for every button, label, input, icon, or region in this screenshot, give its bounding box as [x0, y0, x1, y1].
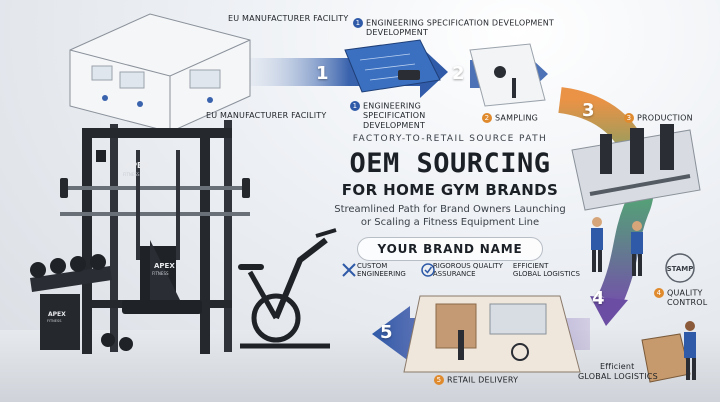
label-text: DEVELOPMENT — [363, 120, 426, 130]
rack-logo-sub: FITNESS — [123, 172, 140, 177]
feature-text: GLOBAL LOGISTICS — [512, 270, 580, 279]
exercise-bike-illustration — [238, 228, 337, 349]
headline-sub: FOR HOME GYM BRANDS — [341, 181, 559, 199]
dumbbell-rack-logo: APEX — [48, 311, 66, 318]
step-badge-3: 3 — [624, 113, 634, 123]
feature-text: ENGINEERING — [357, 270, 406, 279]
label-text: SAMPLING — [495, 113, 539, 123]
step-number-5: 5 — [380, 322, 393, 343]
flow-arc-head — [590, 296, 628, 326]
label-text: CONTROL — [667, 298, 708, 308]
flow-arc-right — [557, 87, 655, 306]
step-number-3: 3 — [582, 100, 595, 121]
label-text: EU MANUFACTURER FACILITY — [228, 14, 349, 23]
bench-logo: APEX — [154, 262, 175, 270]
label-text: EU MANUFACTURER FACILITY — [206, 111, 327, 120]
feature-text: ASSURANCE — [432, 270, 476, 279]
feature-text: RIGOROUS QUALITY — [432, 262, 503, 270]
stamp-graphic: STAMP — [665, 253, 695, 283]
label-text: GLOBAL LOGISTICS — [578, 371, 658, 381]
label-text: SPECIFICATION — [363, 111, 426, 121]
headline-block: FACTORY-TO-RETAIL SOURCE PATH OEM SOURCI… — [300, 134, 600, 261]
step-number-2: 2 — [452, 63, 465, 84]
step-number-4: 4 — [592, 288, 605, 309]
eyebrow-text: FACTORY-TO-RETAIL SOURCE PATH — [352, 134, 548, 144]
power-rack-illustration — [60, 120, 250, 354]
eu-factory-illustration — [69, 13, 251, 133]
label-text: DEVELOPMENT — [366, 28, 429, 38]
logistics-illustration — [641, 321, 696, 383]
label-text: QUALITY — [667, 288, 703, 298]
stamp-text: STAMP — [667, 265, 694, 273]
tagline-line2: or Scaling a Fitness Equipment Line — [360, 216, 540, 228]
label-text: Efficient — [600, 362, 635, 371]
label-eu-facility-mid: EU MANUFACTURER FACILITY — [206, 111, 326, 121]
label-logistics: Efficient GLOBAL LOGISTICS — [578, 362, 658, 381]
retail-showroom-illustration — [403, 295, 581, 373]
quality-control-illustration — [591, 217, 643, 276]
bench-logo-sub: FITNESS — [152, 271, 169, 276]
brand-name-pill: YOUR BRAND NAME — [356, 237, 544, 261]
step-badge-1-mid: 1 — [350, 101, 360, 111]
step-badge-5: 5 — [434, 375, 444, 385]
rack-logo: APEX — [125, 161, 150, 170]
sampling-illustration — [469, 43, 546, 107]
step-badge-1: 1 — [353, 18, 363, 28]
check-circle-icon — [421, 263, 435, 277]
blueprint-illustration — [344, 39, 441, 93]
dumbbell-rack-illustration — [30, 254, 133, 351]
label-text: RETAIL DELIVERY — [447, 375, 519, 385]
headline-main: OEM SOURCING — [349, 148, 551, 179]
step-badge-4: 4 — [654, 288, 664, 298]
tagline: Streamlined Path for Brand Owners Launch… — [300, 204, 600, 229]
production-line-illustration — [571, 124, 701, 211]
dumbbell-rack-logo-sub: FITNESS — [47, 319, 62, 323]
feature-text: CUSTOM — [357, 262, 388, 270]
label-text: PRODUCTION — [637, 113, 693, 123]
step-badge-2: 2 — [482, 113, 492, 123]
label-text: ENGINEERING SPECIFICATION DEVELOPMENT — [366, 18, 554, 28]
tagline-line1: Streamlined Path for Brand Owners Launch… — [334, 204, 566, 215]
label-eu-facility-top: EU MANUFACTURER FACILITY — [228, 14, 348, 24]
step-number-1: 1 — [316, 63, 329, 84]
tools-icon — [342, 263, 356, 277]
label-text: ENGINEERING — [363, 101, 421, 111]
feature-text: EFFICIENT — [512, 262, 549, 270]
